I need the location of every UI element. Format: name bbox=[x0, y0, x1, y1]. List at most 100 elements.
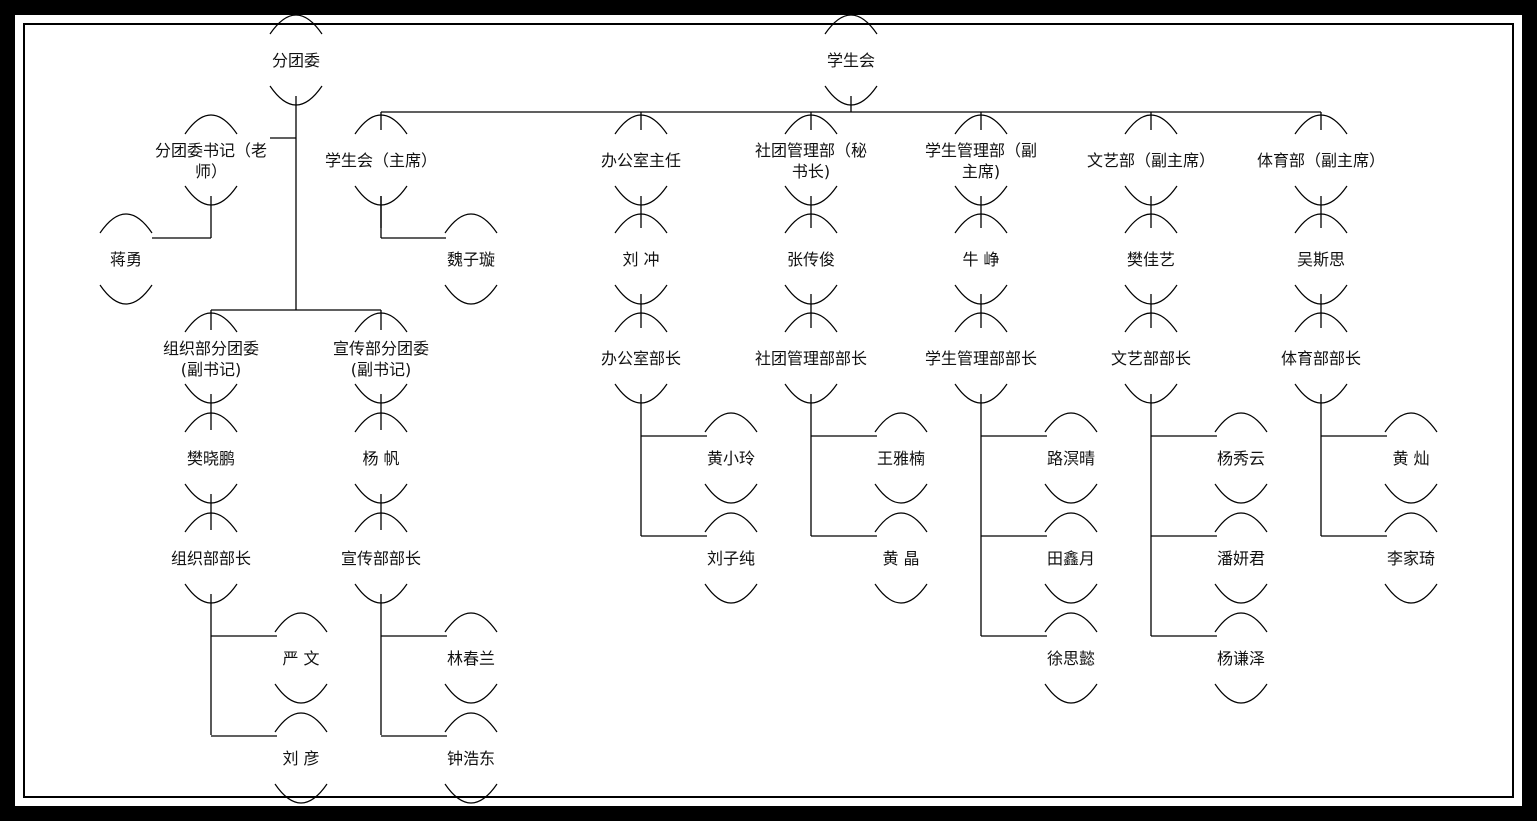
node-label: 文艺部部长 bbox=[1111, 349, 1191, 368]
node-bottom-arc bbox=[99, 284, 153, 305]
node-label: 魏子璇 bbox=[447, 250, 495, 269]
org-node: 学生管理部部长 bbox=[925, 312, 1037, 404]
node-bottom-arc bbox=[1214, 483, 1268, 504]
node-label: (副书记) bbox=[181, 360, 242, 379]
node-label: 学生管理部（副 bbox=[925, 141, 1037, 160]
node-label: 黄 晶 bbox=[882, 549, 919, 568]
node-bottom-arc bbox=[444, 783, 498, 804]
node-top-arc bbox=[274, 612, 328, 633]
node-top-arc bbox=[1124, 312, 1178, 333]
node-bottom-arc bbox=[274, 783, 328, 804]
node-top-arc bbox=[784, 213, 838, 234]
node-top-arc bbox=[784, 312, 838, 333]
org-node: 杨秀云 bbox=[1214, 412, 1268, 504]
org-node: 刘 冲 bbox=[614, 213, 668, 305]
node-bottom-arc bbox=[704, 583, 758, 604]
org-node: 蒋勇 bbox=[99, 213, 153, 305]
node-label: 刘子纯 bbox=[707, 549, 755, 568]
node-label: 吴斯思 bbox=[1297, 250, 1345, 269]
node-label: 分团委 bbox=[272, 51, 320, 70]
node-label: 黄小玲 bbox=[707, 449, 755, 468]
node-top-arc bbox=[1044, 512, 1098, 533]
node-top-arc bbox=[614, 213, 668, 234]
node-top-arc bbox=[1384, 412, 1438, 433]
node-top-arc bbox=[1214, 412, 1268, 433]
node-label: 路溟晴 bbox=[1047, 449, 1095, 468]
org-node: 路溟晴 bbox=[1044, 412, 1098, 504]
node-bottom-arc bbox=[1214, 583, 1268, 604]
node-top-arc bbox=[1294, 312, 1348, 333]
org-node: 樊佳艺 bbox=[1124, 213, 1178, 305]
org-node: 王雅楠 bbox=[874, 412, 928, 504]
node-top-arc bbox=[874, 412, 928, 433]
node-top-arc bbox=[614, 114, 668, 135]
node-label: 体育部（副主席） bbox=[1257, 151, 1385, 170]
node-label: 宣传部部长 bbox=[341, 549, 421, 568]
org-node: 黄 晶 bbox=[874, 512, 928, 604]
node-top-arc bbox=[184, 312, 238, 333]
node-top-arc bbox=[1384, 512, 1438, 533]
org-node: 钟浩东 bbox=[444, 712, 498, 804]
node-top-arc bbox=[269, 14, 323, 35]
node-top-arc bbox=[274, 712, 328, 733]
org-node: 分团委书记（老师） bbox=[155, 114, 267, 206]
node-top-arc bbox=[184, 114, 238, 135]
org-node: 李家琦 bbox=[1384, 512, 1438, 604]
org-node: 学生会（主席） bbox=[325, 114, 437, 206]
node-label: 书长) bbox=[792, 162, 830, 181]
node-label: 严 文 bbox=[282, 649, 319, 668]
org-node: 严 文 bbox=[274, 612, 328, 704]
node-bottom-arc bbox=[1044, 683, 1098, 704]
node-label: 杨 帆 bbox=[362, 449, 399, 468]
node-top-arc bbox=[954, 213, 1008, 234]
node-bottom-arc bbox=[1384, 583, 1438, 604]
node-label: 张传俊 bbox=[787, 250, 835, 269]
node-bottom-arc bbox=[874, 583, 928, 604]
org-node: 宣传部分团委(副书记) bbox=[333, 312, 429, 404]
node-label: 学生管理部部长 bbox=[925, 349, 1037, 368]
node-top-arc bbox=[354, 312, 408, 333]
org-node: 刘子纯 bbox=[704, 512, 758, 604]
node-top-arc bbox=[1044, 412, 1098, 433]
node-bottom-arc bbox=[274, 683, 328, 704]
diagram-canvas bbox=[15, 15, 1522, 806]
org-node: 刘 彦 bbox=[274, 712, 328, 804]
node-top-arc bbox=[1124, 114, 1178, 135]
node-top-arc bbox=[444, 712, 498, 733]
node-label: 牛 峥 bbox=[962, 250, 999, 269]
node-label: 学生会 bbox=[827, 51, 875, 70]
org-node: 体育部部长 bbox=[1281, 312, 1361, 404]
node-label: 樊佳艺 bbox=[1127, 250, 1175, 269]
node-label: 文艺部（副主席） bbox=[1087, 151, 1215, 170]
node-top-arc bbox=[1214, 512, 1268, 533]
node-label: 组织部部长 bbox=[171, 549, 251, 568]
org-node: 潘妍君 bbox=[1214, 512, 1268, 604]
node-label: 办公室主任 bbox=[601, 151, 681, 170]
node-top-arc bbox=[784, 114, 838, 135]
node-label: 钟浩东 bbox=[447, 749, 495, 768]
node-bottom-arc bbox=[444, 284, 498, 305]
org-node: 徐思懿 bbox=[1044, 612, 1098, 704]
node-top-arc bbox=[184, 412, 238, 433]
node-bottom-arc bbox=[1214, 683, 1268, 704]
node-label: 潘妍君 bbox=[1217, 549, 1265, 568]
node-top-arc bbox=[354, 114, 408, 135]
node-top-arc bbox=[1044, 612, 1098, 633]
node-label: 徐思懿 bbox=[1047, 649, 1095, 668]
node-label: 林春兰 bbox=[447, 649, 495, 668]
node-top-arc bbox=[824, 14, 878, 35]
node-label: 杨秀云 bbox=[1217, 449, 1265, 468]
node-top-arc bbox=[444, 213, 498, 234]
node-top-arc bbox=[954, 312, 1008, 333]
node-label: 刘 冲 bbox=[622, 250, 659, 269]
node-label: 组织部分团委 bbox=[163, 339, 259, 358]
node-top-arc bbox=[1294, 114, 1348, 135]
node-label: 杨谦泽 bbox=[1217, 649, 1265, 668]
node-top-arc bbox=[954, 114, 1008, 135]
node-bottom-arc bbox=[704, 483, 758, 504]
org-node: 社团管理部（秘书长) bbox=[755, 114, 867, 206]
node-label: 李家琦 bbox=[1387, 549, 1435, 568]
node-top-arc bbox=[704, 412, 758, 433]
node-label: 分团委书记（老 bbox=[155, 141, 267, 160]
org-node: 田鑫月 bbox=[1044, 512, 1098, 604]
